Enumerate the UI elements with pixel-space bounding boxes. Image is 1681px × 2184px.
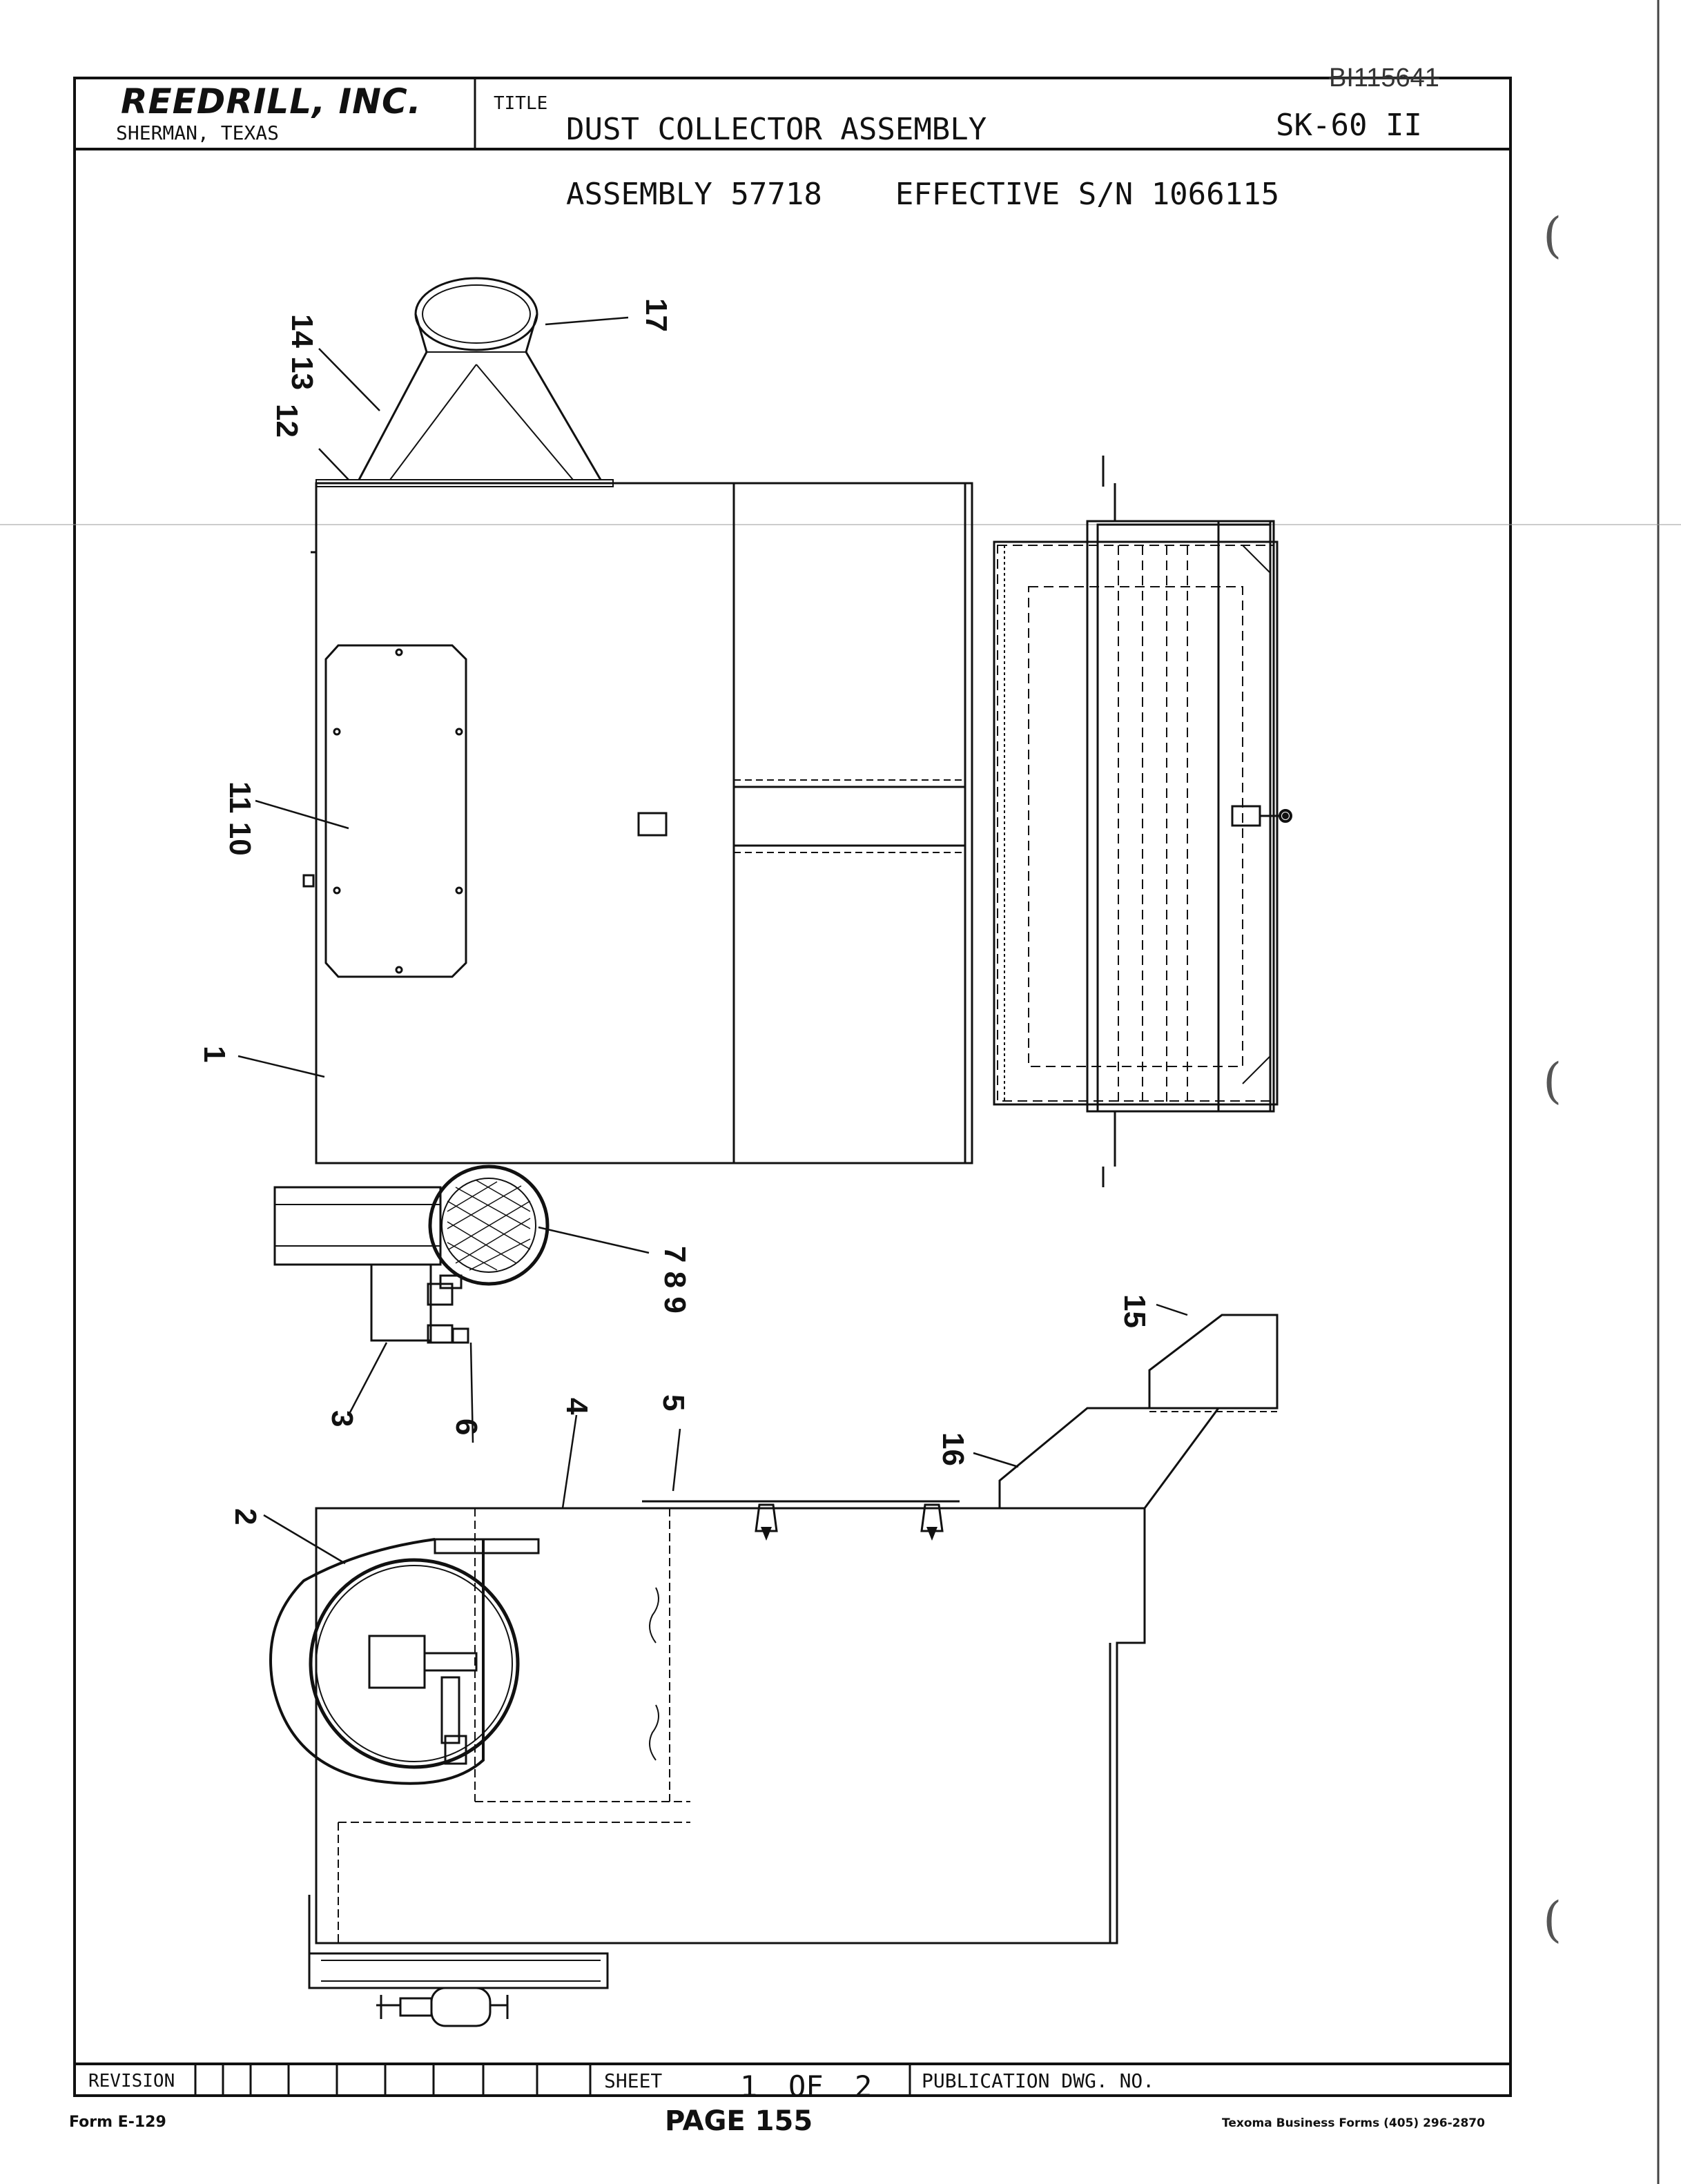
page-number: PAGE 155 bbox=[665, 2105, 813, 2137]
inlet-cone bbox=[358, 277, 602, 480]
assembly-subtitle: ASSEMBLY 57718 EFFECTIVE S/N 1066115 bbox=[566, 177, 1280, 212]
revision-label: REVISION bbox=[88, 2071, 175, 2092]
form-id: Form E-129 bbox=[69, 2114, 166, 2131]
sheet-current: 1 bbox=[740, 2069, 758, 2103]
binder-hole-mark: ( bbox=[1543, 207, 1562, 264]
callout-4: 4 bbox=[560, 1398, 594, 1415]
callout-12: 12 bbox=[270, 404, 304, 438]
callout-7-8-9: 7 8 9 bbox=[658, 1246, 692, 1314]
callout-14-13: 14 13 bbox=[285, 314, 319, 391]
collector-side-view bbox=[269, 1500, 1146, 2027]
title-label: TITLE bbox=[494, 93, 548, 114]
sheet-border bbox=[73, 77, 1512, 2097]
callout-11-10: 11 10 bbox=[223, 781, 257, 856]
company-location: SHERMAN, TEXAS bbox=[116, 121, 280, 144]
fan-unit bbox=[273, 1164, 550, 1344]
printer-credit: Texoma Business Forms (405) 296-2870 bbox=[1222, 2116, 1485, 2130]
model-number: SK-60 II bbox=[1276, 108, 1422, 143]
drawing-title: DUST COLLECTOR ASSEMBLY bbox=[566, 112, 987, 147]
document-number: BI115641 bbox=[1329, 64, 1439, 92]
callout-15: 15 bbox=[1118, 1294, 1152, 1328]
sheet-total: 2 bbox=[855, 2069, 873, 2103]
sheet-of: OF bbox=[788, 2069, 824, 2103]
company-name: REEDRILL, INC. bbox=[121, 81, 422, 121]
callout-16: 16 bbox=[936, 1432, 970, 1466]
callout-6: 6 bbox=[449, 1418, 483, 1436]
sheet-label: SHEET bbox=[604, 2069, 663, 2092]
callout-17: 17 bbox=[639, 298, 673, 332]
collector-top-view bbox=[302, 456, 1292, 1187]
binder-hole-mark: ( bbox=[1543, 1053, 1562, 1109]
callout-5: 5 bbox=[657, 1394, 690, 1412]
binder-hole-mark: ( bbox=[1543, 1891, 1562, 1948]
callout-2: 2 bbox=[229, 1508, 262, 1525]
callout-3: 3 bbox=[325, 1410, 359, 1427]
discharge-chute bbox=[998, 1314, 1279, 1509]
callout-1: 1 bbox=[197, 1046, 231, 1063]
publication-label: PUBLICATION DWG. NO. bbox=[922, 2069, 1155, 2092]
leader-lines bbox=[237, 316, 1188, 1565]
